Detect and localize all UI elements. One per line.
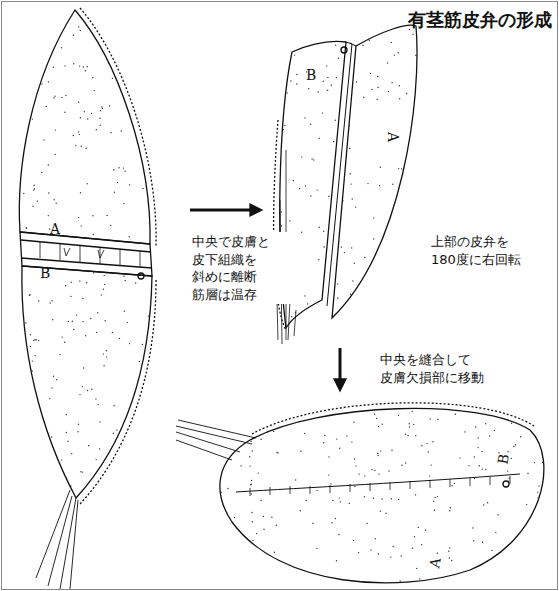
flap-letter: A <box>386 132 400 142</box>
flap-letter: A <box>427 557 443 569</box>
step-note: 上部の皮弁を 180度に右回転 <box>429 232 553 269</box>
step-note: 中央で皮膚と 皮下組織を 斜めに離断 筋層は温存 <box>190 232 294 304</box>
flap-letter: B <box>495 453 511 466</box>
flap-letter: A <box>50 222 60 236</box>
stipple-dots <box>328 22 424 320</box>
flap-letter: B <box>306 68 316 82</box>
diagram-title: 有茎筋皮弁の形成 <box>408 8 552 32</box>
step-note: 中央を縫合して 皮膚欠損部に移動 <box>378 350 512 387</box>
stipple-dots <box>212 398 551 591</box>
stipple-dots <box>17 260 157 506</box>
stipple-dots <box>15 8 156 257</box>
flap-letter: B <box>40 266 50 280</box>
